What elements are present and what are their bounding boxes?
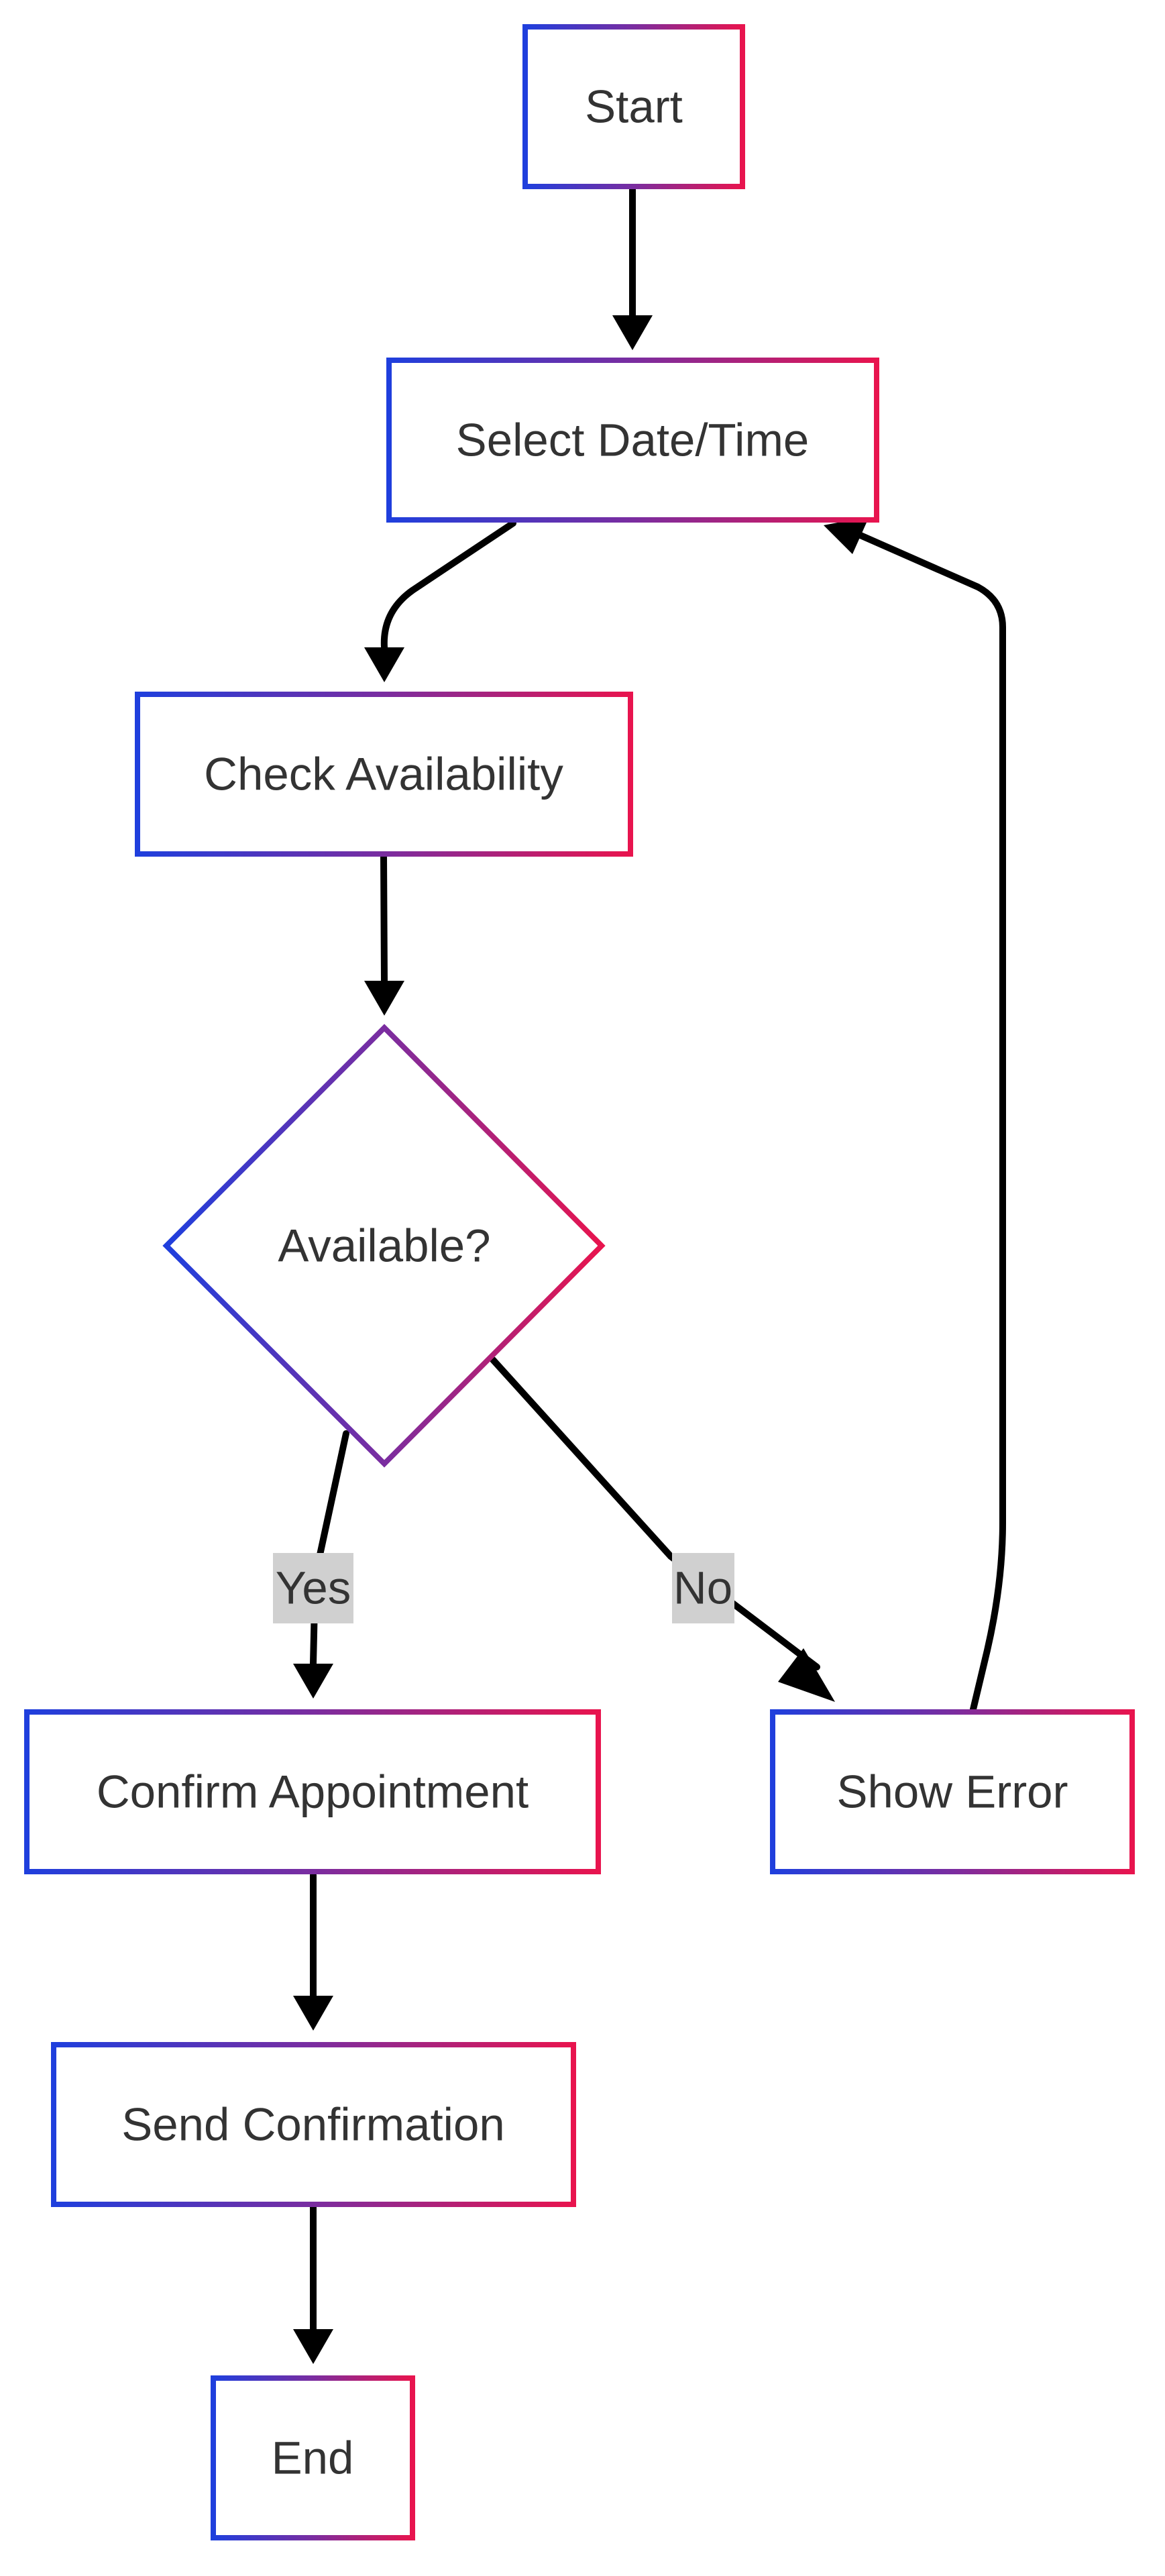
node-end[interactable]: End xyxy=(211,2375,415,2540)
edge-send-to-end xyxy=(293,2204,333,2364)
node-show-error[interactable]: Show Error xyxy=(770,1709,1135,1874)
node-select-date-time[interactable]: Select Date/Time xyxy=(386,358,879,523)
node-check-availability-label: Check Availability xyxy=(204,749,563,800)
node-confirm-appointment[interactable]: Confirm Appointment xyxy=(24,1709,601,1874)
node-confirm-appointment-label: Confirm Appointment xyxy=(97,1766,529,1818)
node-select-date-time-label: Select Date/Time xyxy=(456,415,810,466)
edge-label-yes: Yes xyxy=(273,1553,353,1623)
edge-start-to-select xyxy=(612,186,653,350)
edges xyxy=(293,186,1006,2364)
edge-label-yes-text: Yes xyxy=(276,1562,351,1614)
node-send-confirmation[interactable]: Send Confirmation xyxy=(51,2042,576,2207)
node-end-label: End xyxy=(272,2432,354,2484)
node-decision-available-label: Available? xyxy=(278,1220,490,1272)
edge-decision-to-error xyxy=(490,1356,835,1702)
edge-check-to-decision xyxy=(364,852,404,1016)
edge-error-to-select xyxy=(824,517,1006,1713)
node-send-confirmation-label: Send Confirmation xyxy=(121,2099,504,2151)
edge-label-no: No xyxy=(672,1553,734,1623)
node-show-error-label: Show Error xyxy=(836,1766,1068,1818)
node-start-label: Start xyxy=(585,81,683,133)
node-check-availability[interactable]: Check Availability xyxy=(135,692,633,857)
edge-select-to-check xyxy=(364,520,516,682)
node-decision-available[interactable]: Available? xyxy=(162,1024,606,1468)
node-start[interactable]: Start xyxy=(522,24,745,189)
edge-confirm-to-send xyxy=(293,1872,333,2031)
edge-label-no-text: No xyxy=(673,1562,732,1614)
